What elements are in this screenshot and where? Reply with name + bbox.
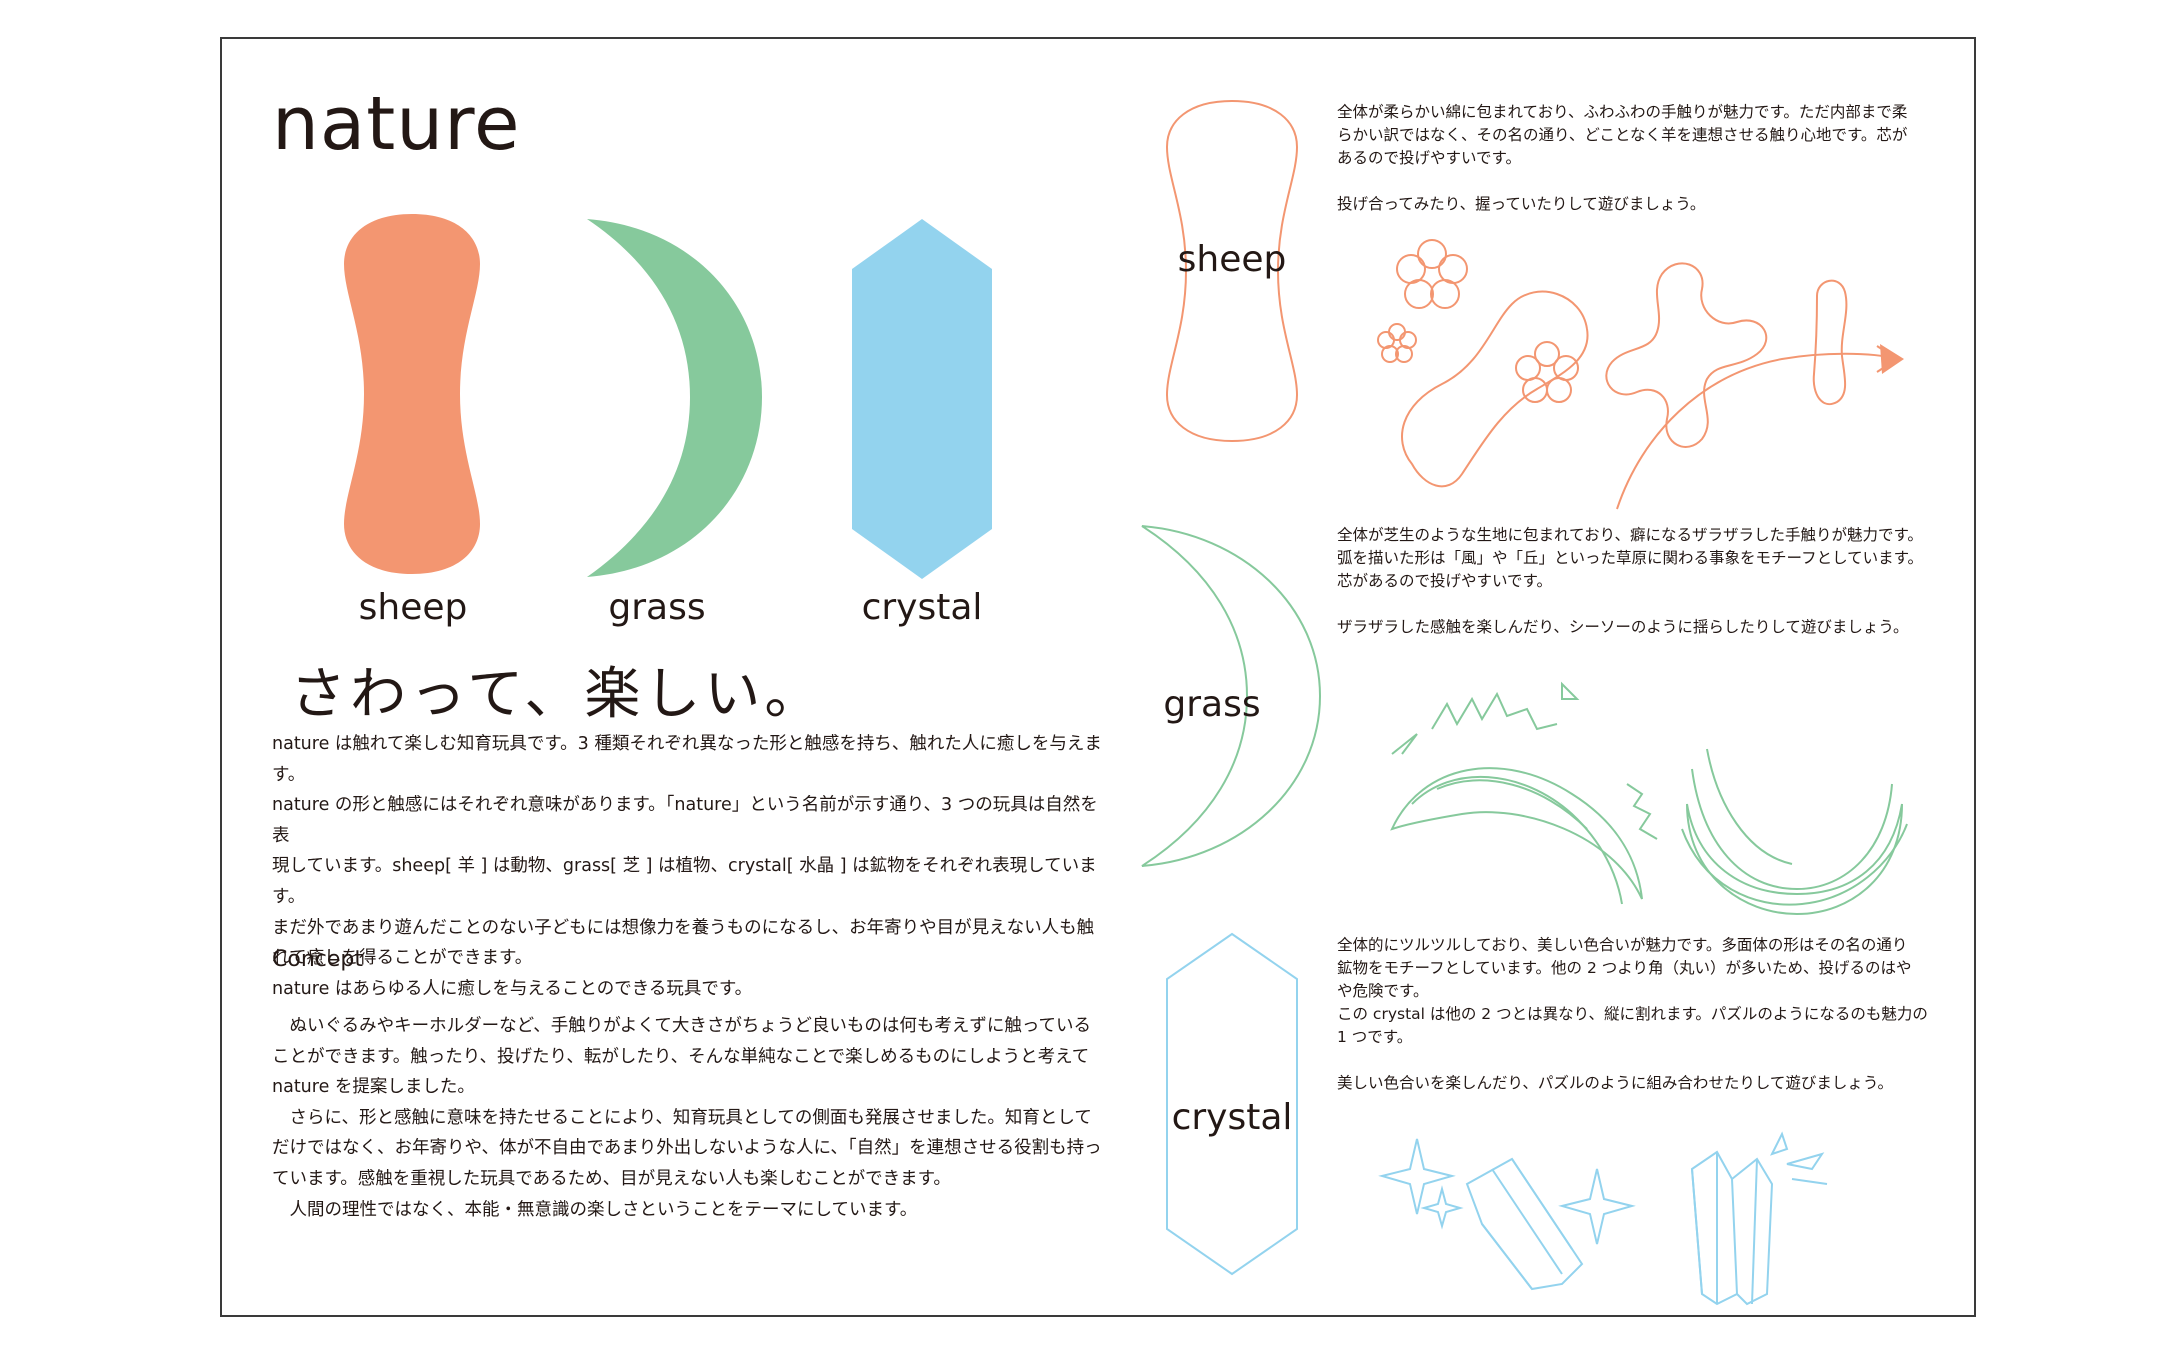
sheep-outline (1165, 99, 1299, 443)
crystal-illustration (1378, 1131, 1828, 1306)
sheep-illustration (1377, 239, 1904, 510)
intro-paragraph: nature は触れて楽しむ知育玩具です。3 種類それぞれ異なった形と触感を持ち… (272, 734, 1102, 999)
grass-shape (587, 219, 762, 577)
crystal-description: 全体的にツルツルしており、美しい色合いが魅力です。多面体の形はその名の通り 鉱物… (1337, 936, 1928, 1092)
grass-outline (1141, 525, 1322, 867)
crystal-shape (852, 219, 992, 579)
sheep-shape (344, 214, 480, 574)
document-page: nature sheep grass crystal さわって、楽しい。 nat… (220, 37, 1976, 1317)
sheep-label: sheep (358, 587, 468, 628)
crystal-outline-label: crystal (1171, 1097, 1293, 1138)
grass-illustration (1390, 681, 1908, 916)
grass-outline-label: grass (1163, 684, 1261, 725)
page-title: nature (272, 81, 521, 167)
grass-label: grass (608, 587, 706, 628)
crystal-label: crystal (861, 587, 983, 628)
grass-description: 全体が芝生のような生地に包まれており、癖になるザラザラした手触りが魅力です。 弧… (1337, 526, 1924, 636)
concept-heading: Concept (272, 947, 363, 972)
crystal-outline (1166, 932, 1298, 1276)
concept-paragraph: ぬいぐるみやキーホルダーなど、手触りがよくて大きさがちょうど良いものは何も考えず… (272, 1016, 1102, 1220)
headline: さわって、楽しい。 (290, 662, 825, 727)
sheep-description: 全体が柔らかい綿に包まれており、ふわふわの手触りが魅力です。ただ内部まで柔 らか… (1337, 103, 1908, 213)
sheep-outline-label: sheep (1177, 239, 1287, 280)
